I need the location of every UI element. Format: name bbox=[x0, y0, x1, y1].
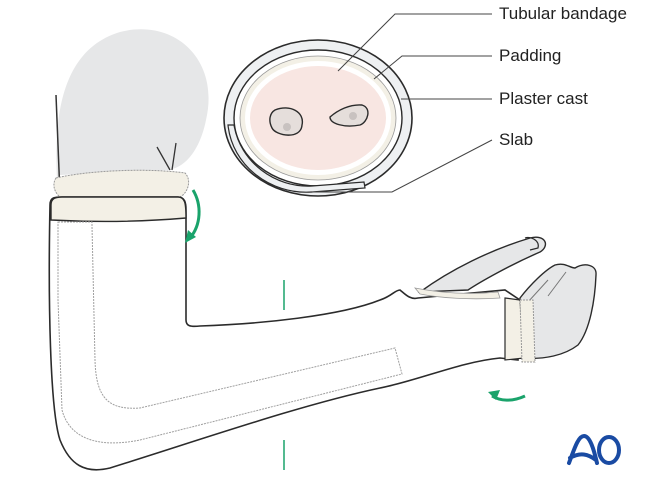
fold-arrow-wrist-head bbox=[488, 390, 500, 400]
bone-radius bbox=[329, 104, 369, 127]
finger-lines bbox=[527, 271, 567, 303]
thumbnail bbox=[524, 236, 539, 251]
upper-arm-shape bbox=[56, 29, 209, 196]
slab-section bbox=[227, 124, 366, 193]
ao-logo bbox=[567, 433, 621, 465]
padding-band-thumb bbox=[413, 287, 501, 300]
label-padding: Padding bbox=[499, 46, 562, 65]
fold-arrow-elbow bbox=[188, 189, 201, 239]
cast-body bbox=[48, 196, 521, 471]
leader-slab bbox=[312, 139, 493, 193]
slab-outline bbox=[57, 221, 403, 444]
padding-band-upper bbox=[50, 196, 187, 223]
fingers-shape bbox=[519, 263, 597, 360]
bone-ulna bbox=[269, 107, 304, 136]
padding-roll-top bbox=[53, 169, 190, 198]
leader-padding bbox=[373, 55, 492, 80]
label-plaster-cast: Plaster cast bbox=[499, 89, 588, 108]
upper-arm-crease bbox=[156, 142, 177, 171]
thumb-shape bbox=[417, 236, 547, 293]
cross-section-inset bbox=[223, 39, 413, 197]
label-slab: Slab bbox=[499, 130, 534, 149]
label-tubular-bandage: Tubular bandage bbox=[499, 4, 627, 23]
padding-fold-wrist bbox=[519, 299, 536, 363]
leader-tubular-bandage bbox=[337, 13, 492, 72]
fold-arrow-elbow-head bbox=[185, 230, 196, 243]
